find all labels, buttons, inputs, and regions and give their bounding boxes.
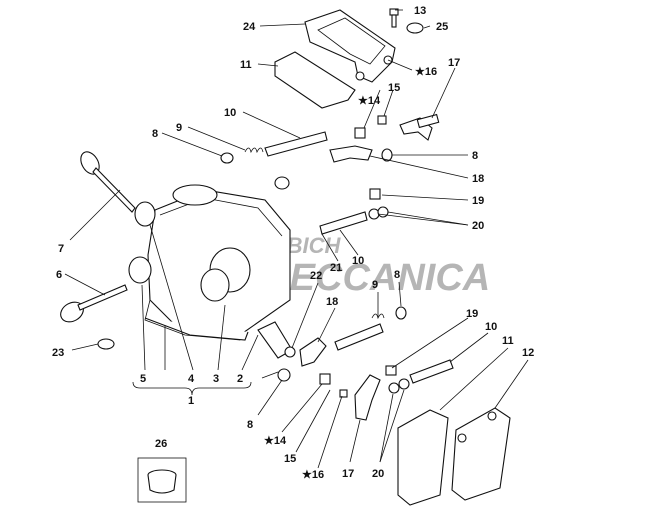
part-23-cap [97, 338, 115, 350]
part-19-nut-low [385, 365, 397, 376]
callout-8-top-left: 8 [152, 128, 158, 140]
watermark-line2: MECCANICA [258, 257, 490, 299]
callout-4: 4 [188, 373, 195, 385]
callout-24: 24 [243, 21, 256, 33]
leader-lines [64, 9, 529, 469]
callout-16-top: ★16 [415, 66, 437, 78]
part-2-seal [284, 346, 296, 358]
callout-10-mid: 10 [352, 255, 364, 267]
part-12-cover-low [451, 407, 511, 501]
callout-5: 5 [140, 373, 146, 385]
callout-9-top: 9 [176, 122, 182, 134]
callout-8-mid: 8 [394, 269, 400, 281]
callout-10-top: 10 [224, 107, 236, 119]
callout-19-low: 19 [466, 308, 478, 320]
callout-2: 2 [237, 373, 243, 385]
part-21-shaft [319, 211, 368, 235]
callout-3: 3 [213, 373, 219, 385]
callout-10-low: 10 [485, 321, 497, 333]
part-19-nut [369, 188, 381, 200]
part-18-rocker-arm-low [299, 337, 327, 367]
callout-14-low: ★14 [264, 435, 287, 447]
callout-14-top: ★14 [358, 95, 381, 107]
callout-13: 13 [414, 5, 426, 17]
part-20-washer-a [368, 208, 380, 220]
callout-18-top: 18 [472, 173, 484, 185]
part-9-spring-top [244, 147, 264, 154]
callout-22: 22 [310, 270, 322, 282]
part-14-pin-low [319, 373, 331, 385]
callout-7: 7 [58, 243, 64, 255]
part-4-valve-seal-top [134, 201, 156, 227]
callout-25: 25 [436, 21, 448, 33]
callout-21: 21 [330, 262, 342, 274]
part-8-washer-left [220, 152, 234, 164]
callout-20-top: 20 [472, 220, 484, 232]
callout-1: 1 [188, 395, 194, 407]
callout-8-top-right: 8 [472, 150, 478, 162]
part-11-gasket-low [397, 409, 449, 506]
part-14-pin [354, 127, 366, 139]
callout-labels: 24 13 25 11 ★16 17 ★14 15 10 9 8 8 18 19… [52, 5, 534, 481]
part-26-sleeve [137, 457, 187, 503]
part-6-valve-intake [60, 284, 128, 323]
callout-16-low: ★16 [302, 469, 324, 481]
callout-12: 12 [522, 347, 534, 359]
part-18-rocker-arm-top [329, 145, 373, 163]
callout-8-low: 8 [247, 419, 253, 431]
part-11-gasket-top [274, 51, 356, 109]
callout-17-top: 17 [448, 57, 460, 69]
callout-19-top: 19 [472, 195, 484, 207]
part-8-washer-mid [395, 306, 407, 320]
part-24-valve-cover [304, 9, 396, 83]
callout-11-low: 11 [502, 335, 514, 347]
part-20-washer-b [377, 206, 389, 218]
part-20-washer-low-a [388, 382, 400, 394]
callout-20-low: 20 [372, 468, 384, 480]
callout-23: 23 [52, 347, 64, 359]
callout-11-top: 11 [240, 59, 252, 71]
part-15-shim [377, 115, 387, 125]
part-10-shaft-top [264, 131, 328, 157]
callout-15-top: 15 [388, 82, 400, 94]
callout-17-low: 17 [342, 468, 354, 480]
part-17-rocker-low [354, 374, 381, 421]
part-5-valve-guide-seal [128, 256, 152, 284]
part-8-washer-low [277, 368, 291, 382]
callout-18-mid: 18 [326, 296, 338, 308]
part-22-seal-top [274, 176, 290, 190]
part-20-washer-low-b [398, 378, 410, 390]
part-10-shaft-mid [334, 323, 384, 351]
part-25-cap [406, 22, 424, 34]
callout-15-low: 15 [284, 453, 296, 465]
callout-9-mid: 9 [372, 279, 378, 291]
callout-26: 26 [155, 438, 167, 450]
cylinder-head-block [144, 184, 291, 341]
callout-6: 6 [56, 269, 62, 281]
part-7-valve-exhaust [80, 151, 136, 213]
part-10-shaft-low [409, 359, 454, 384]
part-16-clip-low [339, 389, 348, 398]
part-13-bolt [389, 8, 399, 28]
